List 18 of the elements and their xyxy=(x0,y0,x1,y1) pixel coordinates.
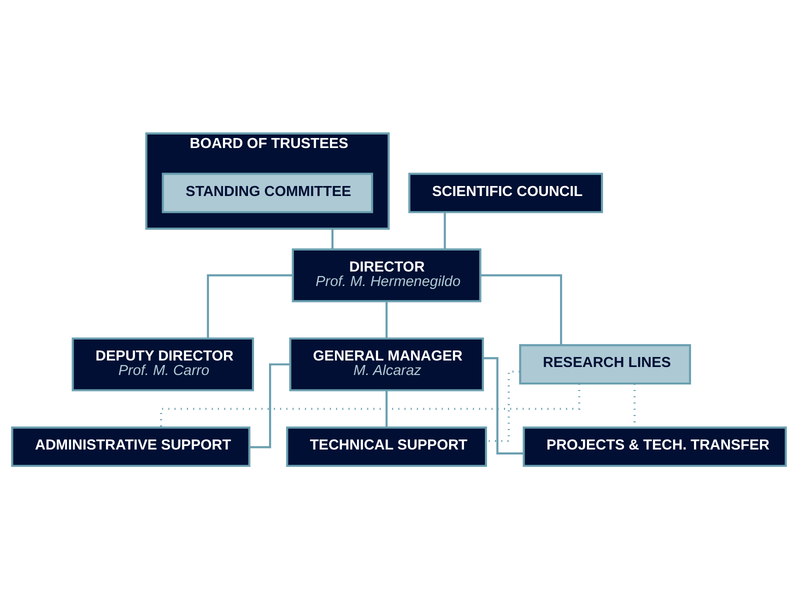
connector xyxy=(250,362,290,448)
connector xyxy=(386,390,388,427)
node-box: DEPUTY DIRECTOR Prof. M. Carro xyxy=(72,336,254,391)
node-box: DIRECTOR Prof. M. Hermenegildo xyxy=(292,248,482,302)
connector xyxy=(331,228,334,249)
connector xyxy=(444,212,446,249)
node-box: SCIENTIFIC COUNCIL xyxy=(408,172,604,213)
node-box: GENERAL MANAGER M. Alcaraz xyxy=(289,336,484,391)
node-box: TECHNICAL SUPPORT xyxy=(286,426,488,466)
connector xyxy=(206,274,293,338)
node-box: PROJECTS & TECH. TRANSFER xyxy=(522,426,787,466)
connector xyxy=(386,301,388,338)
connector xyxy=(486,370,520,442)
connector xyxy=(160,383,580,427)
node-box: ADMINISTRATIVE SUPPORT xyxy=(11,426,250,466)
connector xyxy=(480,274,562,345)
node-box: RESEARCH LINES xyxy=(519,344,692,384)
node-box: STANDING COMMITTEE xyxy=(162,172,374,213)
